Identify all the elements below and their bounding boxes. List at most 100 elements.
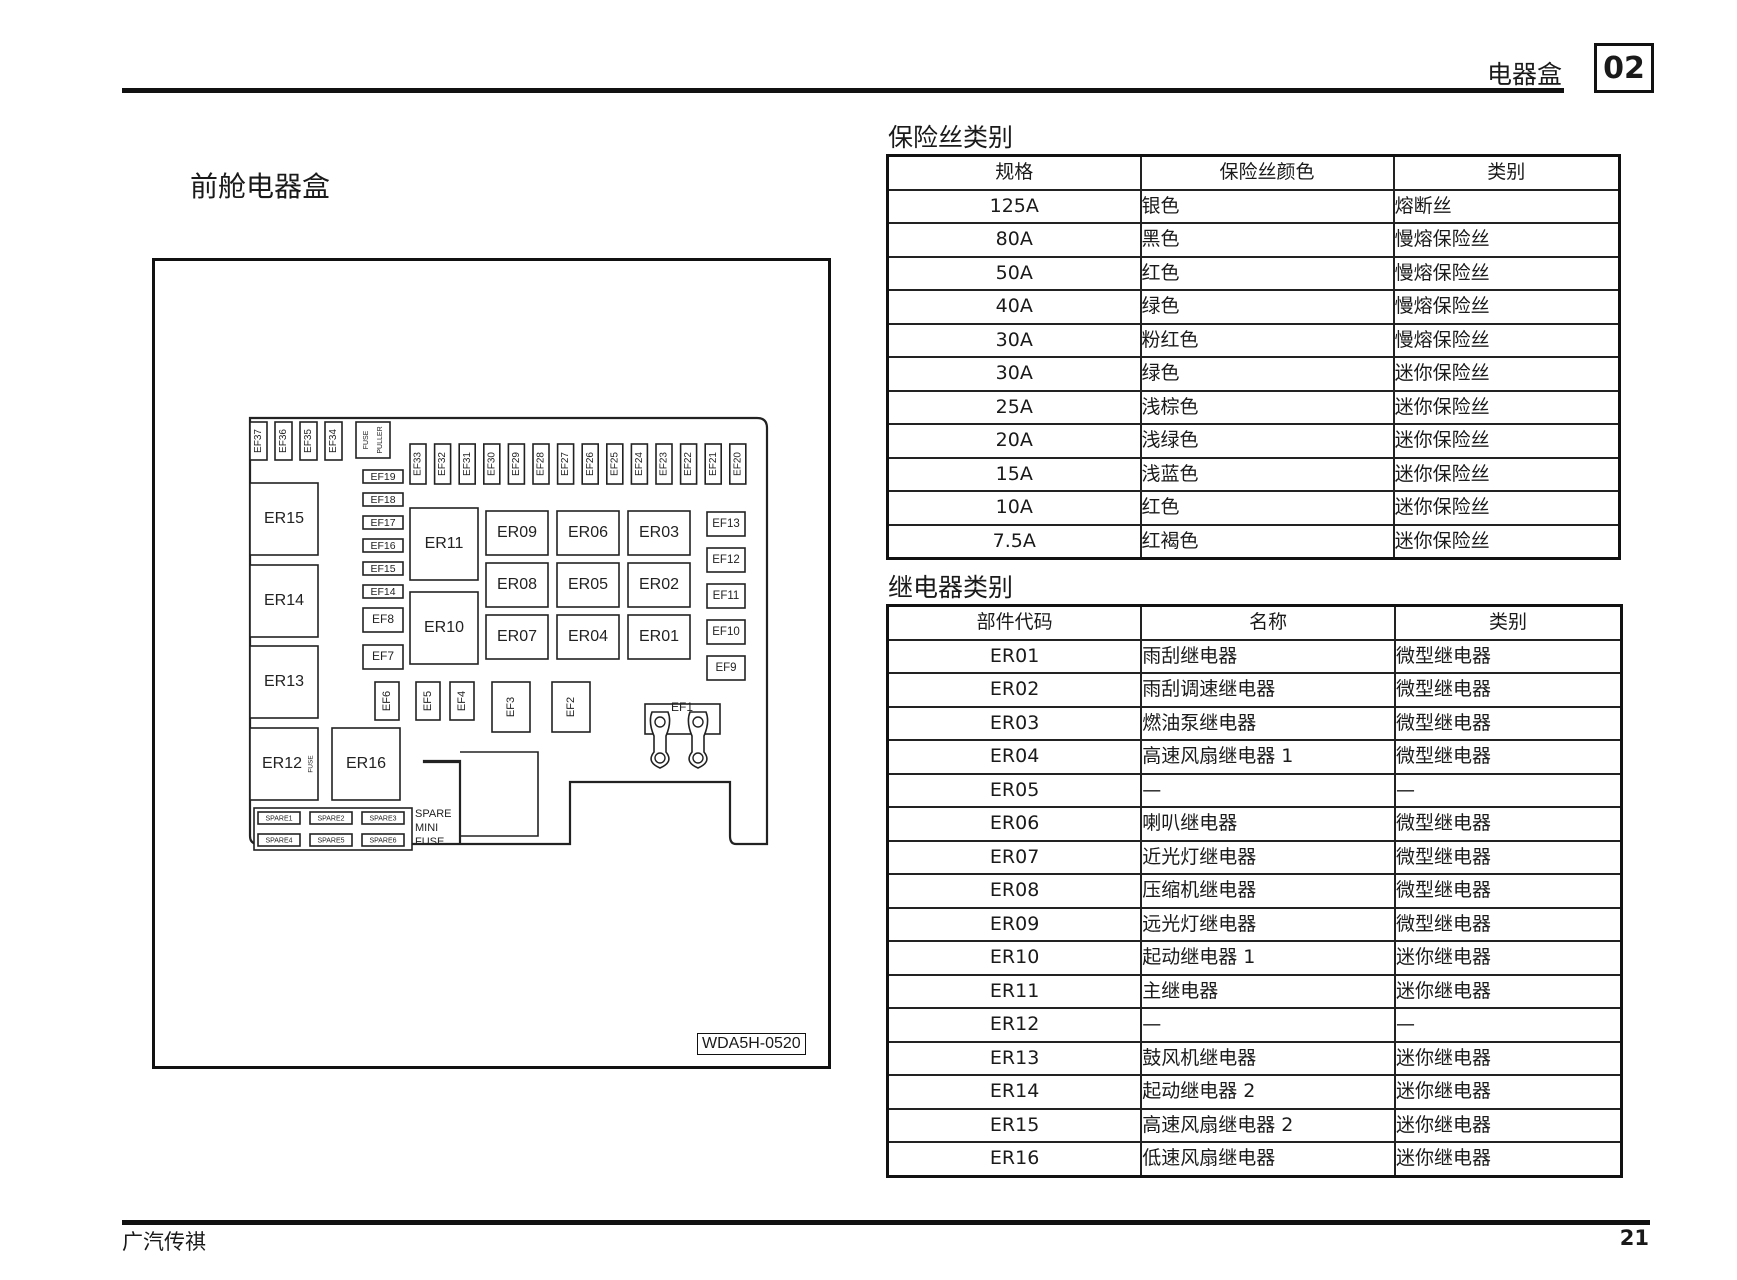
table-cell: 慢熔保险丝 — [1392, 222, 1621, 258]
right-fuse — [706, 655, 746, 681]
top-fuse — [433, 443, 452, 485]
relay-small — [556, 562, 620, 608]
fuse-label: EF10 — [712, 626, 740, 638]
table-cell: 起动继电器 2 — [1140, 1074, 1396, 1110]
fuse-label: EF20 — [732, 452, 743, 476]
table-cell: 慢熔保险丝 — [1392, 322, 1621, 358]
table-cell: 50A — [886, 255, 1142, 291]
table-cell: 40A — [886, 289, 1142, 325]
table-cell: 浅蓝色 — [1139, 456, 1395, 492]
spare-mini-fuse-label: FUSE — [415, 836, 444, 848]
fuse-label: EF34 — [328, 429, 339, 453]
relay-label: ER12 — [262, 755, 302, 772]
right-fuse — [706, 511, 746, 537]
fuse-label: EF22 — [683, 452, 694, 476]
table-cell: 迷你继电器 — [1393, 1107, 1623, 1143]
table-cell: 30A — [886, 322, 1142, 358]
column-fuse — [362, 584, 404, 599]
header-cell: 规格 — [886, 154, 1142, 191]
diagram-frame — [152, 258, 831, 1069]
fuse-label: EF28 — [536, 452, 547, 476]
table-cell: — — [1393, 772, 1623, 808]
bottom-fuse — [374, 681, 400, 721]
table-cell: 迷你保险丝 — [1392, 523, 1621, 560]
relay-small — [556, 510, 620, 556]
table-cell: — — [1393, 1007, 1623, 1043]
top-fuse — [556, 443, 575, 485]
relay-table-row: ER12—— — [886, 1007, 1623, 1043]
header-cell: 部件代码 — [886, 604, 1143, 641]
table-cell: ER11 — [886, 973, 1143, 1009]
relay-table-title: 继电器类别 — [888, 573, 1014, 602]
table-cell: 高速风扇继电器 1 — [1140, 739, 1396, 775]
header-cell: 保险丝颜色 — [1139, 154, 1395, 191]
spare-label: SPARE1 — [265, 815, 292, 822]
er12-fuse-label: FUSE — [308, 755, 315, 773]
table-cell: ER01 — [886, 638, 1143, 674]
table-cell: — — [1140, 772, 1396, 808]
fuse-label: EF23 — [659, 452, 670, 476]
table-cell: 浅绿色 — [1139, 423, 1395, 459]
fuse-puller — [355, 421, 391, 459]
relay-large — [249, 727, 319, 801]
table-cell: 主继电器 — [1140, 973, 1396, 1009]
top-fuse — [655, 443, 673, 485]
relay-large — [409, 507, 479, 581]
table-cell: ER07 — [886, 839, 1143, 875]
table-cell: 鼓风机继电器 — [1140, 1040, 1396, 1076]
top-fuse — [728, 443, 747, 485]
table-cell: 迷你继电器 — [1393, 973, 1623, 1009]
bottom-fuse — [449, 681, 475, 721]
table-cell: ER10 — [886, 940, 1143, 976]
fuse-label: EF29 — [511, 452, 522, 476]
table-cell: 25A — [886, 389, 1142, 425]
table-cell: 起动继电器 1 — [1140, 940, 1396, 976]
fuse-label: EF33 — [413, 452, 424, 476]
table-cell: 喇叭继电器 — [1140, 806, 1396, 842]
fuse-label: EF7 — [372, 649, 394, 663]
fuse-label: EF14 — [370, 586, 395, 598]
fuse-label: EF35 — [303, 429, 314, 453]
table-cell: 绿色 — [1139, 289, 1395, 325]
table-cell: 迷你继电器 — [1393, 1141, 1623, 1177]
table-cell: 微型继电器 — [1393, 839, 1623, 875]
fuse-label: EF11 — [713, 590, 740, 602]
table-cell: 浅棕色 — [1139, 389, 1395, 425]
fuse-label: EF37 — [253, 429, 264, 453]
fuse-label: EF18 — [370, 494, 395, 506]
relay-label: ER01 — [639, 628, 679, 645]
spare-fuse — [309, 833, 353, 847]
relay-small — [627, 614, 691, 660]
table-cell: ER02 — [886, 672, 1143, 708]
spare-label: SPARE4 — [265, 837, 292, 844]
table-cell: 燃油泵继电器 — [1140, 705, 1396, 741]
fuse-table-title: 保险丝类别 — [888, 123, 1014, 152]
table-cell: 慢熔保险丝 — [1392, 255, 1621, 291]
table-cell: 雨刮继电器 — [1140, 638, 1396, 674]
top-fuse — [532, 443, 550, 485]
relay-small — [627, 562, 691, 608]
spare-fuse — [309, 811, 353, 825]
table-cell: 微型继电器 — [1393, 638, 1623, 674]
table-cell: ER08 — [886, 873, 1143, 909]
small-fuse — [362, 644, 404, 670]
fuse-label: EF21 — [708, 452, 719, 476]
right-fuse — [706, 547, 746, 573]
table-cell: 微型继电器 — [1393, 705, 1623, 741]
table-cell: 雨刮调速继电器 — [1140, 672, 1396, 708]
spare-mini-fuse-label: MINI — [415, 822, 438, 834]
relay-table-header: 部件代码 名称 类别 — [886, 604, 1623, 641]
fuse-label: EF26 — [585, 452, 596, 476]
diagram-code: WDA5H-0520 — [697, 1033, 806, 1055]
bottom-fuse — [491, 681, 531, 733]
relay-label: ER10 — [424, 619, 464, 636]
small-fuse — [362, 607, 404, 633]
